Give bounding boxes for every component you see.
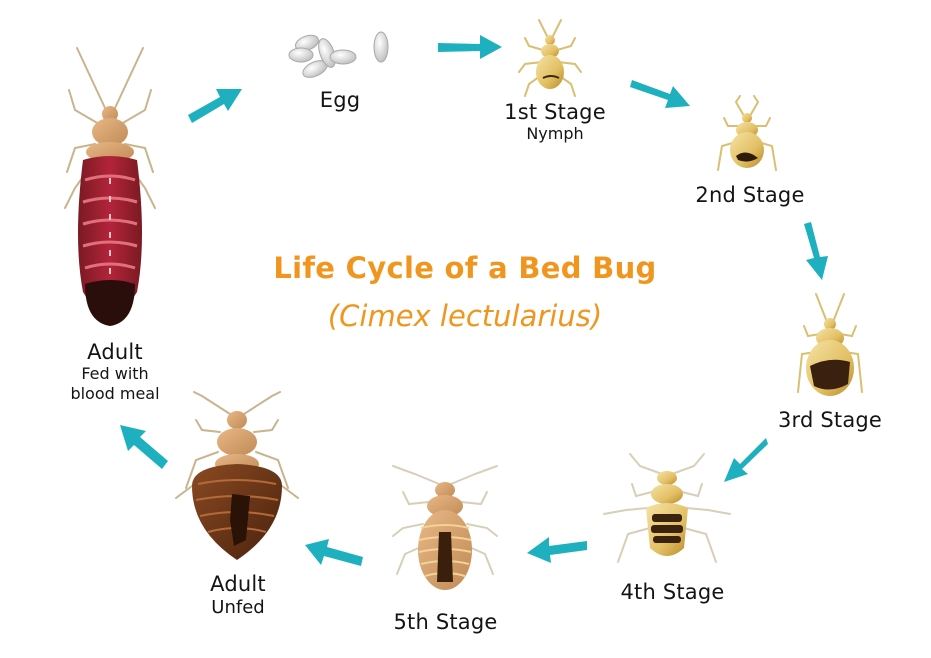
bed-bug-adult-icon	[64, 47, 156, 326]
diagram-title: Life Cycle of a Bed Bug (Cimex lectulari…	[240, 250, 690, 336]
cycle-arrow-icon	[438, 35, 502, 59]
stage5-label-text: 5th Stage	[393, 610, 498, 634]
adult-fed-label: Adult Fed with blood meal	[50, 340, 180, 404]
adult-fed-sublabel-2: blood meal	[70, 384, 160, 403]
stage4-label: 4th Stage	[605, 580, 740, 604]
egg-label-text: Egg	[319, 88, 361, 112]
egg-label: Egg	[300, 88, 380, 112]
stage1-label-text: 1st Stage	[504, 100, 606, 124]
bed-bug-nymph-icon	[392, 465, 498, 590]
title-main: Life Cycle of a Bed Bug	[273, 251, 657, 285]
egg-cluster-icon	[288, 31, 389, 78]
cycle-arrow-icon	[188, 89, 242, 123]
stage4-label-text: 4th Stage	[620, 580, 725, 604]
cycle-arrow-icon	[804, 222, 828, 280]
cycle-arrow-icon	[724, 438, 768, 482]
stage2-label-text: 2nd Stage	[695, 183, 805, 207]
stage2-label: 2nd Stage	[680, 183, 820, 207]
cycle-arrow-icon	[120, 425, 168, 469]
adult-unfed-sublabel: Unfed	[211, 597, 265, 618]
stage1-sublabel: Nymph	[526, 124, 584, 143]
adult-fed-label-text: Adult	[87, 340, 143, 364]
bed-bug-nymph-icon	[717, 95, 777, 171]
cycle-arrow-icon	[305, 539, 363, 566]
stage5-label: 5th Stage	[378, 610, 513, 634]
stage3-label: 3rd Stage	[760, 408, 900, 432]
adult-unfed-label-text: Adult	[210, 572, 266, 596]
adult-fed-sublabel-1: Fed with	[81, 364, 149, 383]
bed-bug-nymph-icon	[603, 453, 731, 563]
stage1-label: 1st Stage Nymph	[495, 100, 615, 144]
bed-bug-nymph-icon	[518, 19, 582, 97]
cycle-arrow-icon	[630, 80, 690, 108]
stage3-label-text: 3rd Stage	[777, 408, 883, 432]
bed-bug-adult-icon	[175, 391, 299, 560]
bed-bug-nymph-icon	[797, 293, 863, 396]
title-scientific-name: (Cimex lectularius)	[327, 299, 603, 333]
cycle-arrow-icon	[527, 537, 587, 563]
adult-unfed-label: Adult Unfed	[188, 572, 288, 620]
